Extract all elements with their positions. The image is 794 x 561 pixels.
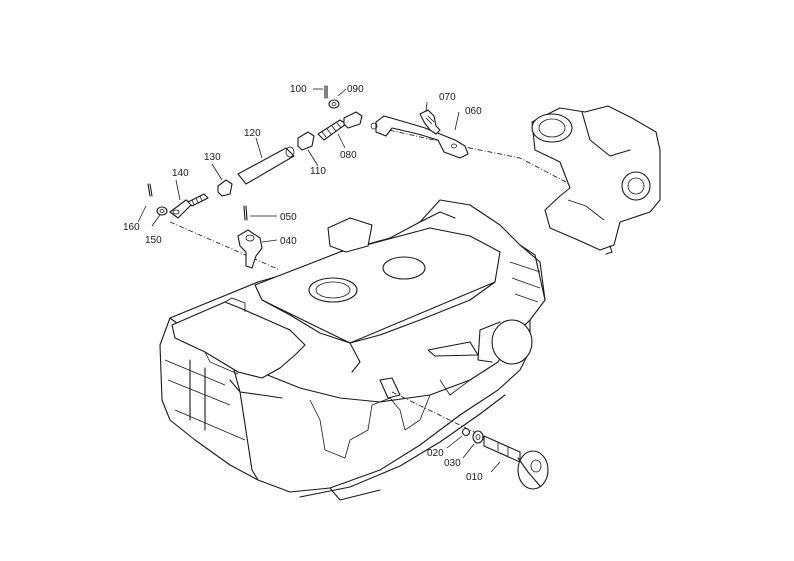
transmission-housing (159, 199, 546, 501)
callout-150: 150 (145, 235, 162, 246)
callout-100: 100 (290, 84, 307, 95)
callout-040: 040 (280, 236, 297, 247)
callout-070: 070 (439, 92, 456, 103)
callout-060: 060 (465, 106, 482, 117)
callout-140: 140 (172, 168, 189, 179)
link-arm-040 (237, 205, 263, 269)
lift-arm-bracket (531, 105, 661, 255)
callout-160: 160 (123, 222, 140, 233)
callout-080: 080 (340, 150, 357, 161)
callout-090: 090 (347, 84, 364, 95)
callout-110: 110 (310, 166, 326, 177)
turnbuckle-parts-upper (317, 85, 363, 141)
callout-labels: 100 090 070 060 080 120 110 130 140 160 … (123, 84, 483, 483)
shaft-assembly (461, 427, 549, 490)
callout-010: 010 (466, 472, 483, 483)
callout-120: 120 (244, 128, 261, 139)
lever-rod-060 (370, 115, 469, 159)
callout-130: 130 (204, 152, 221, 163)
turnbuckle-sleeve (217, 131, 315, 197)
callout-050: 050 (280, 212, 297, 223)
callout-030: 030 (444, 458, 461, 469)
leader-lines (137, 88, 501, 473)
bolt-070 (419, 109, 441, 135)
callout-020: 020 (427, 448, 444, 459)
clevis-parts (147, 183, 209, 219)
